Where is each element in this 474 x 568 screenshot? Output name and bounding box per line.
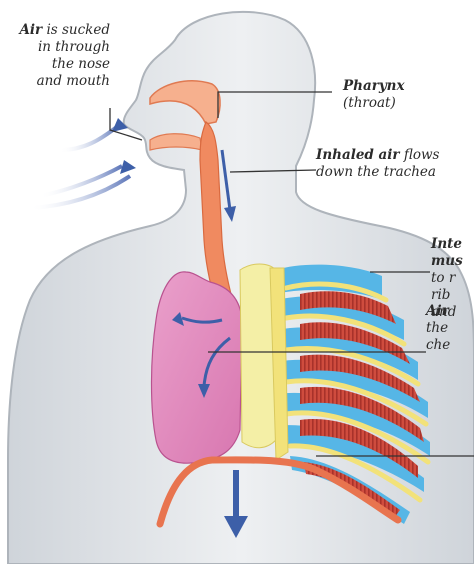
label-air-bold: Air — [19, 22, 42, 38]
lung — [152, 272, 243, 463]
label-pharynx: Pharynx (throat) — [343, 78, 405, 112]
label-inhaled-bold: Inhaled air — [316, 147, 400, 163]
label-air-chest: Air the che — [426, 303, 450, 354]
label-air-line2: in through — [38, 39, 110, 55]
label-intercostal-line3: to r — [431, 270, 455, 286]
label-inhaled-rest: flows — [400, 147, 440, 163]
label-air-chest-line3: che — [426, 337, 450, 353]
label-air-line1: is sucked — [42, 22, 110, 38]
label-inhaled-air: Inhaled air flows down the trachea — [316, 147, 439, 181]
label-air-chest-line2: the — [426, 320, 448, 336]
label-air-line4: and mouth — [37, 73, 110, 89]
label-inhaled-line2: down the trachea — [316, 164, 436, 180]
label-intercostal-line4: rib — [431, 287, 450, 303]
label-air-chest-line1: Air — [426, 303, 449, 319]
label-air-line3: the nose — [52, 56, 110, 72]
label-pharynx-rest: (throat) — [343, 95, 396, 111]
incoming-air — [30, 118, 136, 208]
label-pharynx-bold: Pharynx — [343, 78, 405, 94]
label-intercostal-line1: Inte — [431, 236, 462, 252]
label-intercostal-line2: mus — [431, 253, 463, 269]
label-air-nose-mouth: Air is sucked in through the nose and mo… — [2, 22, 110, 90]
